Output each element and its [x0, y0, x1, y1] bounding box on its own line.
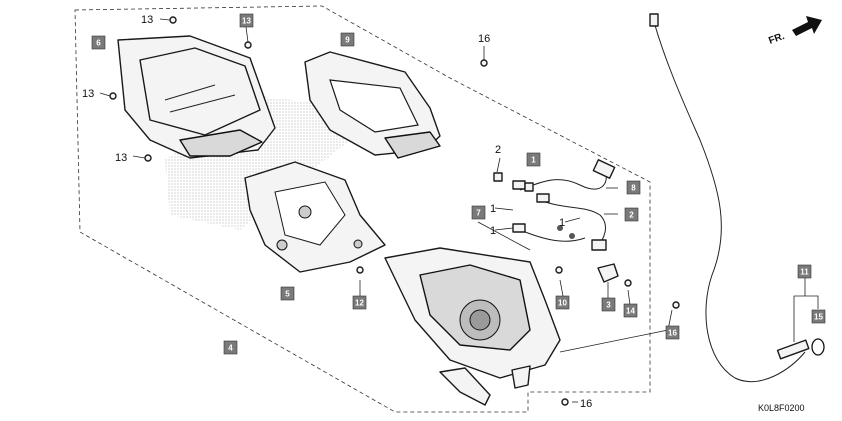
assembly-outline	[74, 5, 651, 413]
label-14: 14	[623, 303, 638, 318]
label-1-c: 1	[490, 225, 496, 237]
svg-text:10: 10	[558, 299, 567, 308]
svg-text:7: 7	[476, 209, 481, 218]
label-12: 12	[352, 295, 367, 310]
label-16-boxed: 16	[665, 325, 680, 340]
svg-text:5: 5	[285, 290, 290, 299]
label-8: 8	[626, 180, 641, 195]
label-11: 11	[797, 264, 812, 279]
label-5: 5	[280, 286, 295, 301]
panel-frame	[304, 51, 441, 159]
svg-text:6: 6	[96, 39, 101, 48]
svg-text:14: 14	[626, 307, 635, 316]
label-13-c: 13	[115, 152, 127, 164]
svg-text:3: 3	[606, 301, 611, 310]
label-1-boxed: 1	[526, 152, 541, 167]
svg-text:16: 16	[668, 329, 677, 338]
bulb-sockets	[493, 172, 534, 192]
svg-text:12: 12	[355, 299, 364, 308]
screws	[109, 16, 680, 406]
label-13-a: 13	[141, 14, 153, 26]
svg-text:8: 8	[631, 184, 636, 193]
bracket	[597, 263, 619, 283]
svg-text:13: 13	[242, 17, 251, 26]
label-16-bottom: 16	[580, 398, 592, 410]
meter-inner-case	[244, 161, 386, 273]
label-4: 4	[223, 340, 238, 355]
svg-text:4: 4	[228, 344, 233, 353]
svg-text:2: 2	[629, 211, 634, 220]
label-15: 15	[811, 309, 826, 324]
label-9: 9	[340, 32, 355, 47]
meter-housing	[384, 247, 561, 406]
label-1-a: 1	[490, 203, 496, 215]
label-16-top: 16	[478, 33, 490, 45]
label-2: 2	[495, 144, 501, 156]
front-label: FR.	[767, 31, 786, 47]
front-direction-indicator: FR.	[767, 16, 822, 47]
svg-text:15: 15	[814, 313, 823, 322]
diagram-code: K0L8F0200	[758, 403, 805, 413]
wire-harness	[512, 159, 616, 251]
label-1-b: 1	[559, 217, 565, 229]
svg-text:9: 9	[345, 36, 350, 45]
svg-text:11: 11	[800, 268, 809, 277]
label-6: 6	[91, 35, 106, 50]
meter-cover	[117, 35, 276, 159]
speedometer-cable	[649, 13, 825, 383]
label-13-b: 13	[82, 88, 94, 100]
front-arrow-icon	[792, 16, 822, 36]
label-7: 7	[471, 205, 486, 220]
label-2-boxed: 2	[624, 207, 639, 222]
svg-text:1: 1	[531, 156, 536, 165]
label-13-boxed: 13	[239, 13, 254, 28]
label-10: 10	[555, 295, 570, 310]
label-3: 3	[601, 297, 616, 312]
